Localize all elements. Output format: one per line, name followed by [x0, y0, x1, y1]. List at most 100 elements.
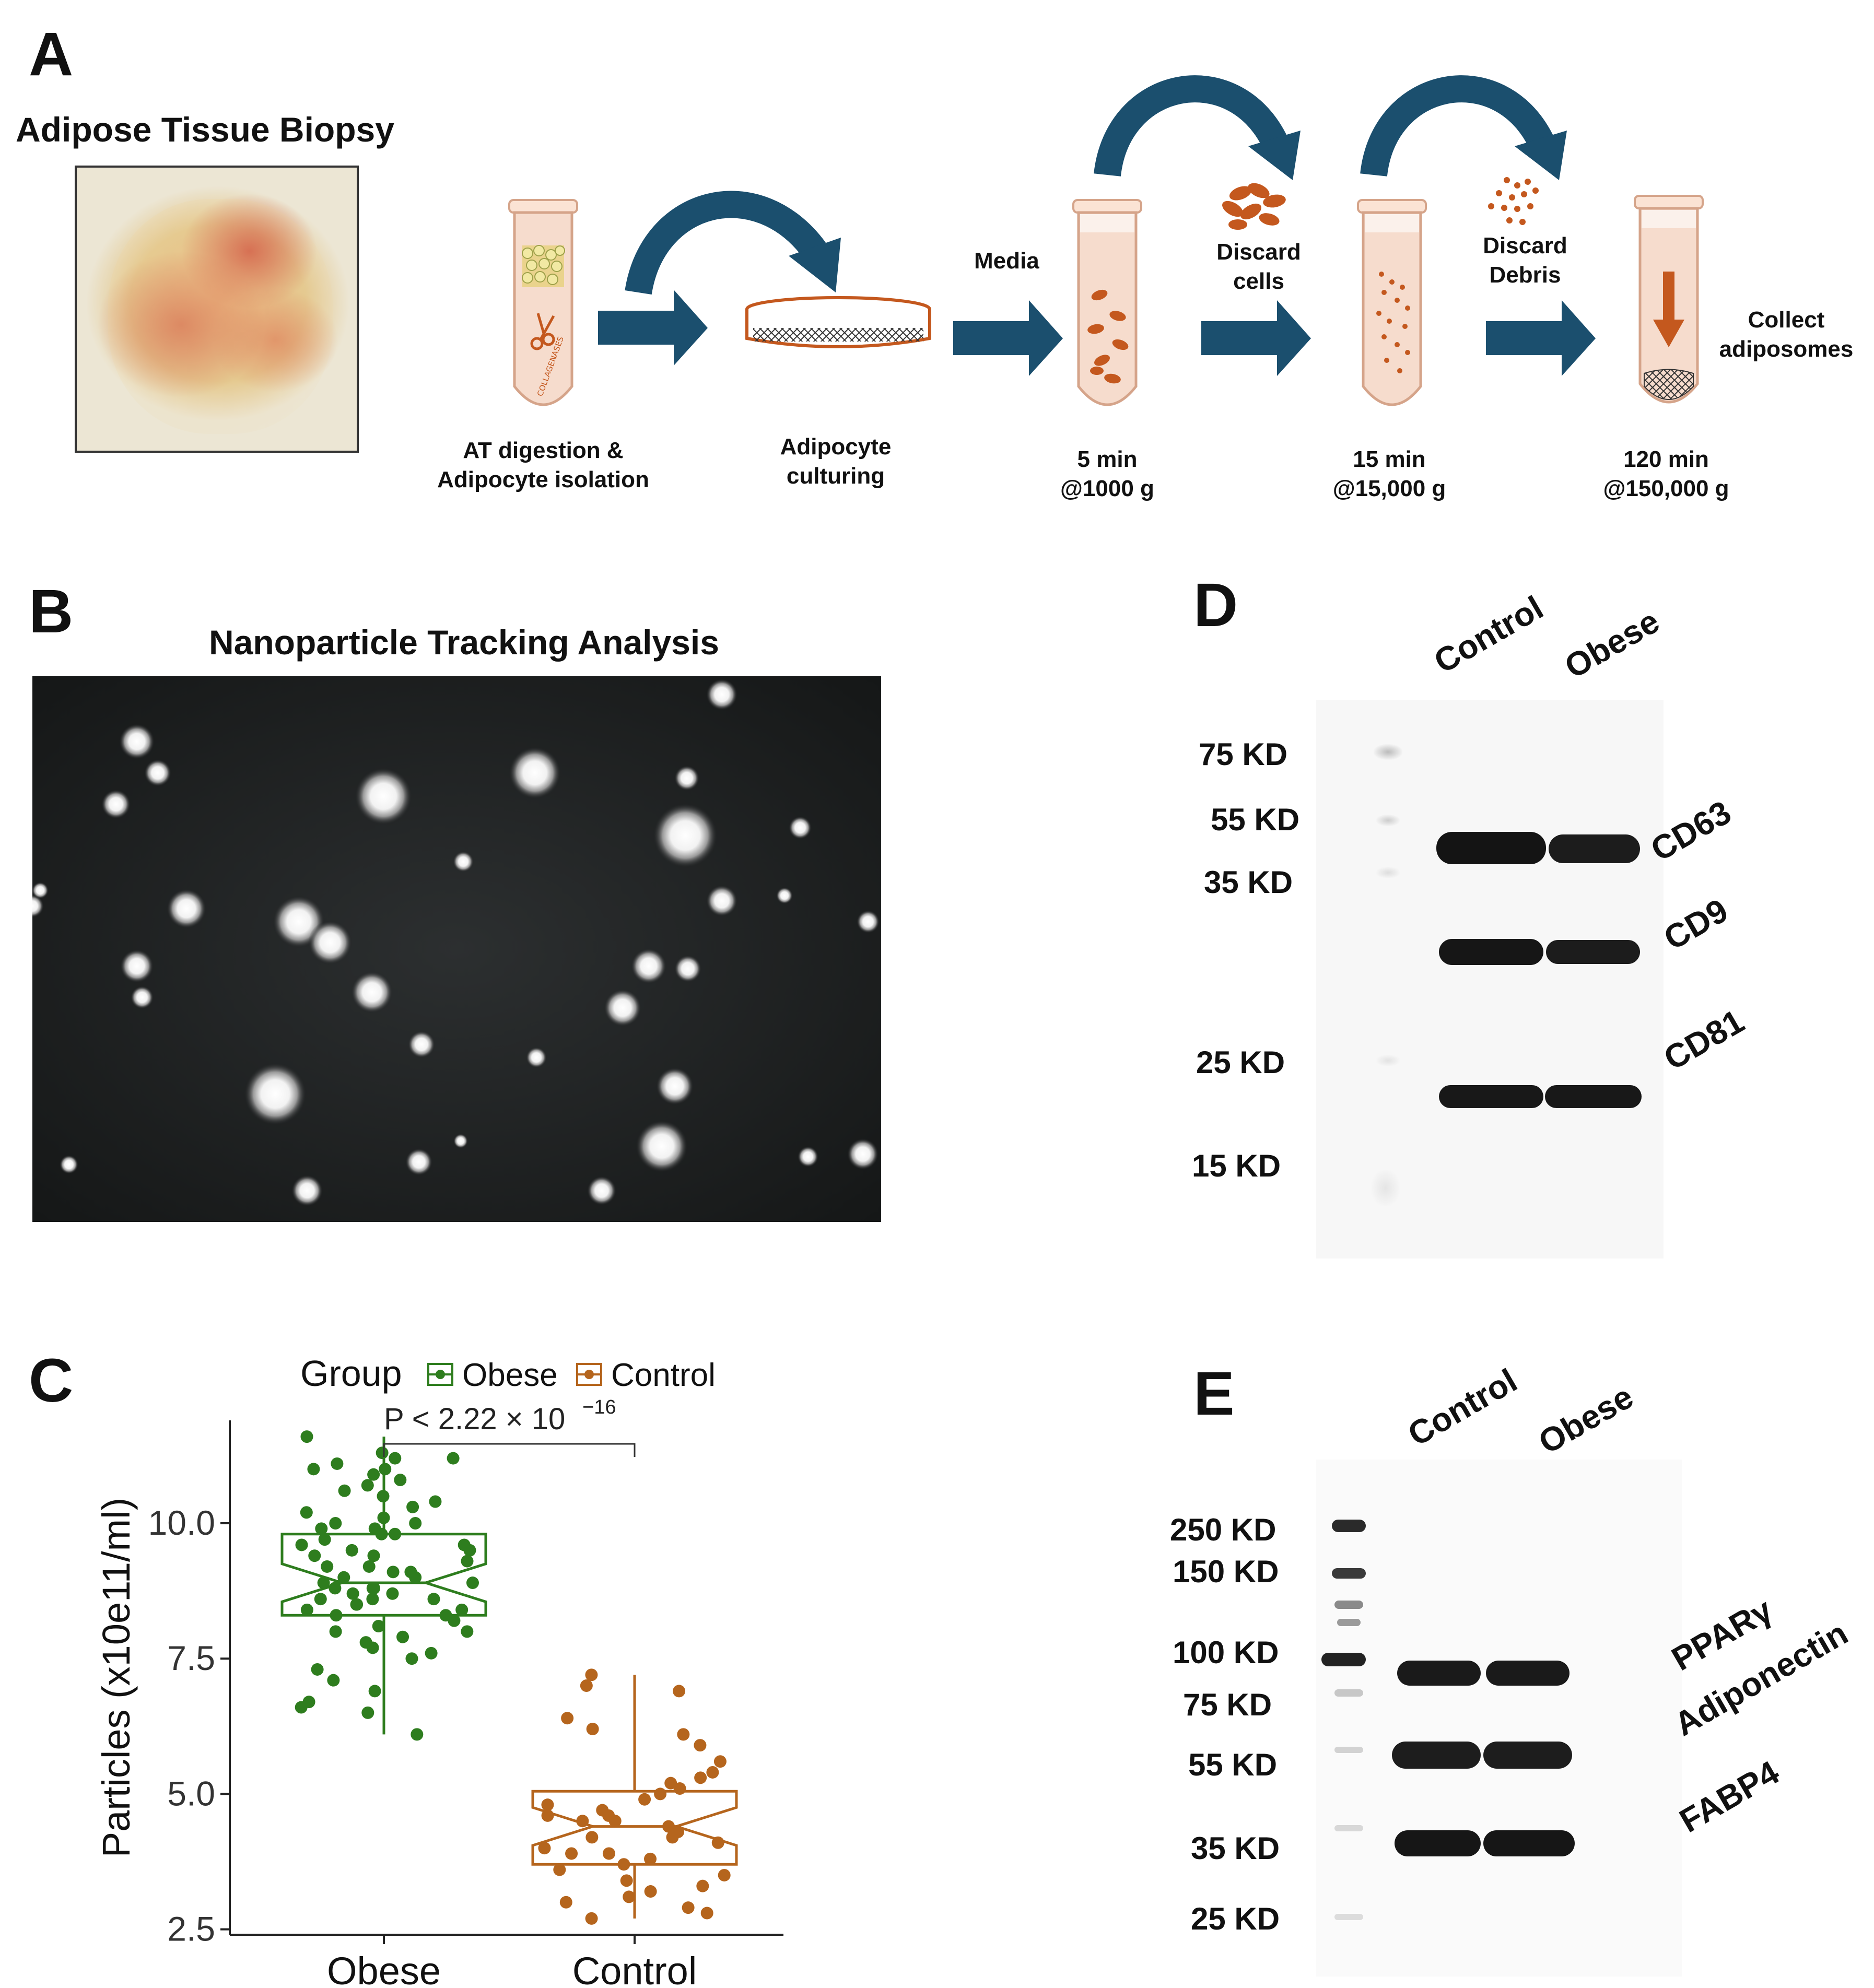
data-point — [706, 1766, 719, 1779]
blot-d-marker-55: 55 KD — [1211, 802, 1300, 837]
discard-cells-line2: cells — [1233, 268, 1284, 295]
data-point — [664, 1777, 677, 1790]
discard-cells-line1: Discard — [1216, 239, 1301, 265]
data-point — [389, 1527, 402, 1540]
data-point — [677, 1728, 690, 1741]
workflow-diagram: COLLAGENASES — [508, 75, 1704, 406]
blot-e-ladder — [1332, 1520, 1366, 1532]
step-4-line2: @15,000 g — [1332, 476, 1446, 502]
data-point — [694, 1739, 707, 1752]
blot-d-band-cd9-obese — [1546, 940, 1640, 964]
data-point — [376, 1446, 389, 1460]
step-2-line1: Adipocyte — [780, 434, 892, 460]
x-tick-label: Control — [572, 1949, 697, 1988]
data-point — [367, 1549, 380, 1562]
blot-e-band-fabp4-control — [1395, 1830, 1481, 1856]
data-point — [361, 1479, 374, 1492]
collect-label: Collect adiposomes — [1703, 305, 1870, 364]
data-point — [361, 1706, 374, 1719]
data-point — [345, 1544, 358, 1557]
legend-title: Group — [300, 1353, 402, 1394]
blot-e-marker-55: 55 KD — [1188, 1747, 1278, 1782]
y-axis-title: Particles (x10e11/ml) — [95, 1498, 138, 1858]
blot-e-marker-75: 75 KD — [1183, 1687, 1272, 1722]
data-point — [455, 1603, 468, 1616]
data-point — [379, 1463, 392, 1476]
data-point — [576, 1815, 589, 1828]
flow-arrow-2 — [953, 300, 1063, 376]
legend-entry-label: Control — [611, 1357, 716, 1393]
blot-d-ladder — [1374, 744, 1402, 760]
data-point — [368, 1685, 381, 1698]
step-label-5min: 5 min @1000 g — [1024, 445, 1191, 504]
step-5-line1: 120 min — [1623, 446, 1709, 472]
data-point — [300, 1430, 313, 1443]
discard-debris-line1: Discard — [1483, 233, 1567, 258]
data-point — [405, 1652, 418, 1665]
nta-title: Nanoparticle Tracking Analysis — [209, 623, 719, 662]
step-3-line1: 5 min — [1077, 446, 1138, 472]
data-point — [350, 1598, 363, 1611]
data-point — [308, 1549, 321, 1562]
panel-b-letter: B — [29, 577, 74, 646]
data-point — [463, 1544, 476, 1557]
blot-d-marker-75: 75 KD — [1199, 737, 1288, 772]
blot-e-membrane — [1316, 1460, 1682, 1977]
step-1-line1: AT digestion & — [463, 438, 624, 463]
blot-e-marker-100: 100 KD — [1173, 1635, 1279, 1670]
biopsy-title: Adipose Tissue Biopsy — [16, 110, 394, 149]
nta-image — [32, 676, 881, 1222]
y-tick-label: 10.0 — [148, 1503, 215, 1542]
y-tick-label: 2.5 — [167, 1910, 215, 1948]
step-label-15min: 15 min @15,000 g — [1301, 445, 1478, 504]
data-point — [429, 1495, 442, 1508]
data-point — [541, 1798, 554, 1811]
panel-d-letter: D — [1193, 571, 1238, 640]
data-point — [366, 1641, 379, 1654]
data-point — [541, 1809, 554, 1822]
data-point — [394, 1474, 407, 1487]
data-point — [300, 1603, 313, 1616]
data-point — [623, 1890, 636, 1903]
data-point — [389, 1452, 402, 1465]
panel-e-letter: E — [1193, 1359, 1235, 1428]
blot-e-marker-35: 35 KD — [1191, 1831, 1280, 1866]
data-point — [337, 1571, 350, 1584]
data-point — [327, 1674, 340, 1687]
blot-e-band-label-fabp4: FABP4 — [1673, 1753, 1786, 1840]
data-point — [329, 1582, 342, 1595]
data-point — [377, 1490, 390, 1503]
data-point — [396, 1630, 409, 1643]
data-point — [295, 1701, 308, 1714]
data-point — [366, 1582, 379, 1595]
culture-dish — [745, 296, 931, 348]
significance-bracket — [383, 1443, 636, 1457]
data-point — [386, 1566, 400, 1579]
data-point — [538, 1842, 551, 1855]
data-point — [366, 1593, 379, 1606]
data-point — [461, 1555, 474, 1568]
data-point — [331, 1457, 344, 1470]
data-point — [330, 1609, 343, 1622]
data-point — [682, 1901, 695, 1914]
blot-d-marker-35: 35 KD — [1204, 865, 1293, 900]
x-tick-label: Obese — [327, 1949, 441, 1988]
data-point — [608, 1815, 622, 1828]
data-point — [447, 1452, 460, 1465]
data-point — [411, 1728, 424, 1741]
blot-e-marker-150: 150 KD — [1173, 1554, 1279, 1589]
y-tick-label: 5.0 — [167, 1774, 215, 1813]
blot-d-marker-15: 15 KD — [1192, 1148, 1281, 1183]
blot-e-band-fabp4-obese — [1483, 1830, 1575, 1856]
y-tick-label: 7.5 — [167, 1639, 215, 1677]
step-1-line2: Adipocyte isolation — [437, 467, 649, 493]
blot-e-band-ppar-control — [1397, 1661, 1481, 1686]
blot-d-band-cd81-control — [1439, 1085, 1543, 1108]
panel-c-letter: C — [29, 1346, 74, 1415]
step-label-120min: 120 min @150,000 g — [1572, 445, 1760, 504]
data-point — [329, 1517, 342, 1530]
flow-arrow-1 — [598, 290, 708, 366]
blot-d-band-cd63-obese — [1549, 834, 1640, 863]
blot-d-lane-obese: Obese — [1558, 602, 1666, 686]
data-point — [466, 1577, 479, 1590]
